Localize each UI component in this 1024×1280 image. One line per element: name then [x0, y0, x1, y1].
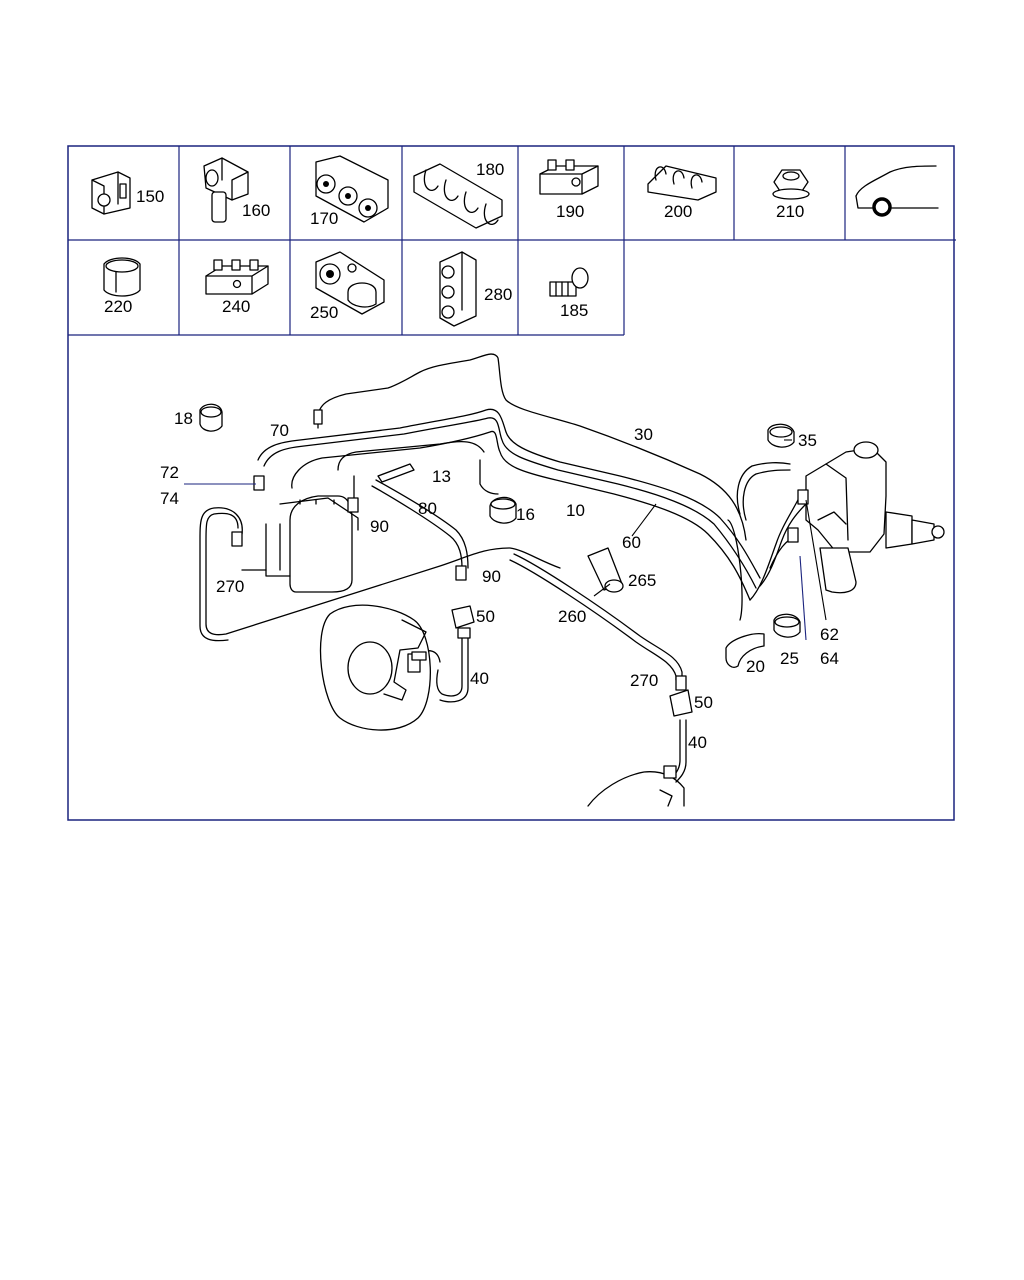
callout-20: 20: [746, 657, 765, 676]
callout-70: 70: [270, 421, 289, 440]
callout-265: 265: [628, 571, 656, 590]
bolt-icon: [549, 267, 589, 297]
hex-nut-icon: [772, 169, 810, 200]
part-label-170: 170: [310, 209, 338, 228]
part-label-240: 240: [222, 297, 250, 316]
diagram-frame: [67, 145, 955, 821]
twin-clamp-icon: [315, 251, 385, 315]
part-label-160: 160: [242, 201, 270, 220]
part-label-220: 220: [104, 297, 132, 316]
master-cylinder: [805, 441, 945, 594]
callout-25: 25: [780, 649, 799, 668]
callout-50-right: 50: [694, 693, 713, 712]
part-label-280: 280: [484, 285, 512, 304]
callout-270-left: 270: [216, 577, 244, 596]
callout-80: 80: [418, 499, 437, 518]
car-front-wheel-icon: [855, 165, 939, 217]
callout-10: 10: [566, 501, 585, 520]
pipe-clip-icon: [203, 157, 249, 223]
callout-64: 64: [820, 649, 839, 668]
part-label-250: 250: [310, 303, 338, 322]
callout-40-left: 40: [470, 669, 489, 688]
callout-30: 30: [634, 425, 653, 444]
abs-hydraulic-unit: [241, 495, 359, 593]
callout-13: 13: [432, 467, 451, 486]
holder-icon: [539, 159, 599, 195]
leader-lines: [184, 439, 827, 641]
callout-50-left: 50: [476, 607, 495, 626]
callout-40-right: 40: [688, 733, 707, 752]
stack-clip-icon: [439, 251, 477, 327]
fittings: [199, 403, 809, 779]
part-label-180: 180: [476, 160, 504, 179]
rubber-sleeve-icon: [103, 257, 141, 297]
callout-74: 74: [160, 489, 179, 508]
strip-clip-icon: [205, 259, 269, 295]
callout-62: 62: [820, 625, 839, 644]
callout-72: 72: [160, 463, 179, 482]
rear-brake-disc: [587, 771, 685, 807]
clamp-block-icon: [91, 171, 131, 215]
part-label-190: 190: [556, 202, 584, 221]
part-label-150: 150: [136, 187, 164, 206]
callout-90-lower: 90: [482, 567, 501, 586]
callout-260: 260: [558, 607, 586, 626]
callout-18: 18: [174, 409, 193, 428]
part-label-185: 185: [560, 301, 588, 320]
callout-60: 60: [622, 533, 641, 552]
part-label-200: 200: [664, 202, 692, 221]
multi-clip-icon: [413, 163, 503, 229]
callout-labels: 18 70 72 74 270 13 80 90 90 16 10 30 35 …: [160, 409, 839, 752]
callout-270-right: 270: [630, 671, 658, 690]
callout-16: 16: [516, 505, 535, 524]
part-label-210: 210: [776, 202, 804, 221]
double-clamp-icon: [315, 155, 389, 223]
parts-grid-lines: [68, 146, 956, 336]
callout-35: 35: [798, 431, 817, 450]
front-left-brake-disc: [319, 604, 431, 731]
callout-90-upper: 90: [370, 517, 389, 536]
wire-clip-icon: [647, 165, 717, 201]
